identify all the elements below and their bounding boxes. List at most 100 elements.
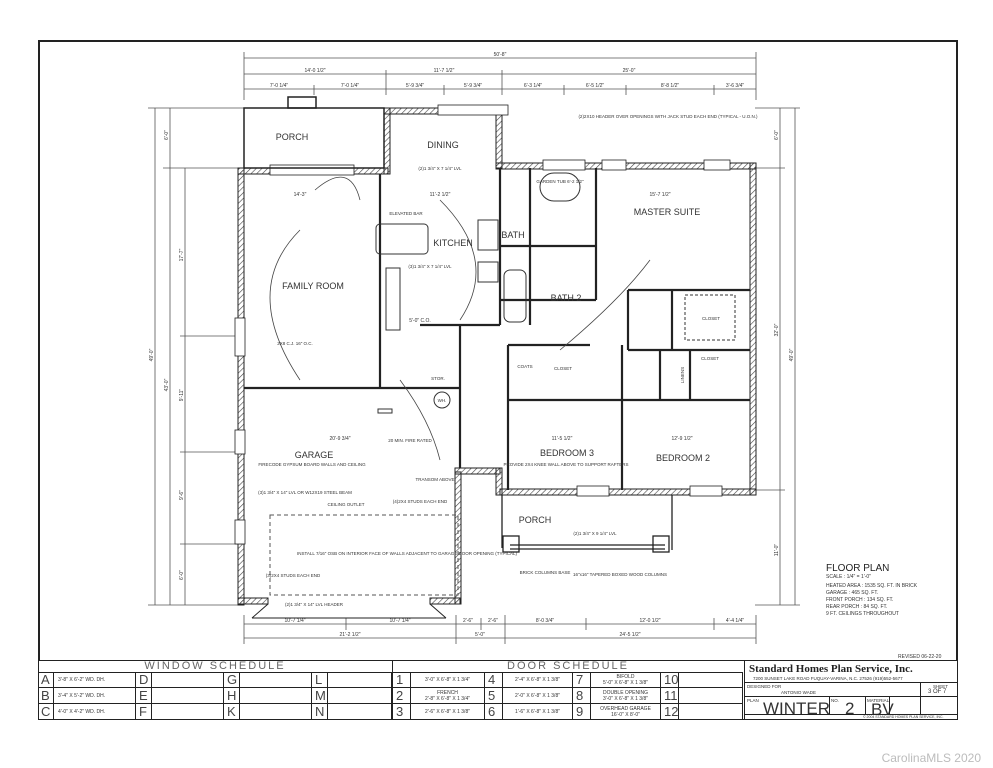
svg-text:8'-8 1/2": 8'-8 1/2" [661, 83, 680, 89]
door-code: 3 [393, 703, 411, 720]
window-code: B [38, 687, 54, 704]
door-size: 5'-0" X 6'-8" X 1 3/8" [602, 679, 649, 686]
door-schedule-cell: 12 [661, 703, 743, 720]
svg-text:11'-5 1/2": 11'-5 1/2" [552, 436, 573, 442]
svg-text:(2)1 3/4" X 7 1/4" LVL: (2)1 3/4" X 7 1/4" LVL [418, 166, 462, 171]
svg-text:14'-3": 14'-3" [294, 192, 307, 198]
room-dining: DINING [427, 140, 459, 150]
room-bedroom-3: BEDROOM 3 [540, 448, 594, 458]
svg-text:49'-0": 49'-0" [149, 348, 155, 361]
room-kitchen: KITCHEN [433, 238, 473, 248]
title-block: Standard Homes Plan Service, Inc. 7200 S… [744, 660, 958, 720]
room-rear-porch: PORCH [276, 132, 309, 142]
door-type: FRENCH [437, 689, 458, 696]
svg-text:7'-0 1/4": 7'-0 1/4" [341, 83, 360, 89]
door-schedule-cell: 5 2'-0" X 6'-8" X 1 3/8" [485, 687, 573, 704]
svg-text:7'-0 1/4": 7'-0 1/4" [270, 83, 289, 89]
svg-text:25'-0": 25'-0" [623, 68, 636, 74]
room-master-suite: MASTER SUITE [634, 207, 701, 217]
svg-text:4'-4 1/4": 4'-4 1/4" [726, 618, 745, 624]
window-code: D [136, 671, 152, 688]
svg-text:16"x16" TAPERED BOXED WOOD COL: 16"x16" TAPERED BOXED WOOD COLUMNS [573, 572, 667, 577]
window-code: K [224, 703, 240, 720]
svg-text:CLOSET: CLOSET [701, 356, 719, 361]
svg-text:(2)1 3/4" X 9 1/4" LVL: (2)1 3/4" X 9 1/4" LVL [573, 531, 617, 536]
window-schedule-cell: L [312, 671, 392, 688]
door-size: 3'-0" X 6'-8" X 1 3/4" [424, 676, 471, 683]
svg-text:(3)2X4 STUDS EACH END: (3)2X4 STUDS EACH END [266, 573, 321, 578]
door-code: 4 [485, 671, 503, 688]
svg-text:FIRECODE GYPSUM BOARD WALLS AN: FIRECODE GYPSUM BOARD WALLS AND CEILING [258, 462, 366, 467]
window-schedule-cell: H [224, 687, 312, 704]
svg-text:6'-0": 6'-0" [179, 570, 185, 580]
window-size: 3'-8" X 6'-2" WD. DH. [58, 676, 106, 683]
svg-text:32'-0": 32'-0" [774, 323, 780, 336]
plan-number: 2 [845, 699, 855, 718]
door-schedule-title: DOOR SCHEDULE [393, 660, 743, 673]
svg-text:ELEVATED BAR: ELEVATED BAR [389, 211, 423, 216]
svg-text:15'-7 1/2": 15'-7 1/2" [649, 192, 670, 198]
room-family: FAMILY ROOM [282, 281, 344, 291]
window-schedule-title: WINDOW SCHEDULE [38, 660, 392, 673]
door-type: DOUBLE OPENING [602, 689, 648, 696]
door-code: 7 [573, 671, 591, 688]
window-schedule-cell: D [136, 671, 224, 688]
firm-address: 7200 SUNSET LAKE ROAD FUQUAY-VARINA, N.C… [753, 676, 903, 681]
svg-text:5'-9 3/4": 5'-9 3/4" [464, 83, 483, 89]
watermark: CarolinaMLS 2020 [881, 751, 981, 765]
door-schedule-cell: 4 2'-4" X 6'-8" X 1 3/8" [485, 671, 573, 688]
window-schedule-cell: E [136, 687, 224, 704]
svg-text:5'-9 3/4": 5'-9 3/4" [406, 83, 425, 89]
door-code: 2 [393, 687, 411, 704]
window-schedule-cell: N [312, 703, 392, 720]
svg-text:2X8 C.J. 16" O.C.: 2X8 C.J. 16" O.C. [277, 341, 313, 346]
window-size: 3'-4" X 5'-2" WD. DH. [58, 692, 106, 699]
window-code: H [224, 687, 240, 704]
door-size: 2'-6" X 6'-8" X 1 3/8" [424, 708, 471, 715]
door-size: 1'-6" X 6'-8" X 1 3/8" [514, 708, 561, 715]
svg-text:10'-7 1/4": 10'-7 1/4" [284, 618, 305, 624]
window-code: N [312, 703, 328, 720]
svg-text:CLOSET: CLOSET [702, 316, 720, 321]
window-code: G [224, 671, 240, 688]
svg-text:CEILING OUTLET: CEILING OUTLET [327, 502, 364, 507]
schedule-strip [38, 660, 958, 720]
svg-text:24'-5 1/2": 24'-5 1/2" [619, 632, 640, 638]
material-label: MATERIAL [867, 698, 890, 703]
door-code: 8 [573, 687, 591, 704]
sheet-label: SHEET [933, 684, 949, 689]
svg-text:21'-2 1/2": 21'-2 1/2" [339, 632, 360, 638]
svg-text:CLOSET: CLOSET [554, 366, 572, 371]
svg-text:INSTALL 7/16" OSB ON INTERIOR: INSTALL 7/16" OSB ON INTERIOR FACE OF WA… [297, 551, 517, 556]
door-type: BIFOLD [616, 673, 635, 680]
door-type: OVERHEAD GARAGE [600, 705, 651, 712]
area-garage: GARAGE : 465 SQ. FT. [826, 590, 879, 596]
door-size: 2'-0" X 6'-8" X 1 3/8" [514, 692, 561, 699]
svg-text:STOR.: STOR. [431, 376, 445, 381]
floor-plan-scale: SCALE : 1/4" = 1'-0" [826, 574, 871, 580]
svg-text:8'-0 3/4": 8'-0 3/4" [536, 618, 555, 624]
door-size: 2'-4" X 6'-8" X 1 3/8" [514, 676, 561, 683]
floor-plan-note: FLOOR PLAN SCALE : 1/4" = 1'-0" HEATED A… [826, 563, 956, 618]
svg-text:BRICK COLUMNS BASE: BRICK COLUMNS BASE [520, 570, 571, 575]
svg-text:(2)1 3/4" X 14" LVL HEADER: (2)1 3/4" X 14" LVL HEADER [285, 602, 344, 607]
door-schedule-cell: 10 [661, 671, 743, 688]
window-schedule-cell: G [224, 671, 312, 688]
door-code: 5 [485, 687, 503, 704]
svg-text:11'-0": 11'-0" [774, 544, 780, 557]
svg-text:17'-7": 17'-7" [179, 248, 185, 261]
door-size: 16'-0" X 8'-0" [611, 711, 640, 718]
copyright: © 2004 STANDARD HOMES PLAN SERVICE, INC. [863, 715, 944, 719]
sheet-number: 3 OF 7 [928, 689, 947, 695]
window-schedule-cell: F [136, 703, 224, 720]
svg-text:(2)2X10 HEADER OVER OPENINGS W: (2)2X10 HEADER OVER OPENINGS WITH JACK S… [578, 114, 758, 119]
svg-text:3'-6 3/4": 3'-6 3/4" [726, 83, 745, 89]
svg-text:9'-11": 9'-11" [179, 389, 185, 402]
